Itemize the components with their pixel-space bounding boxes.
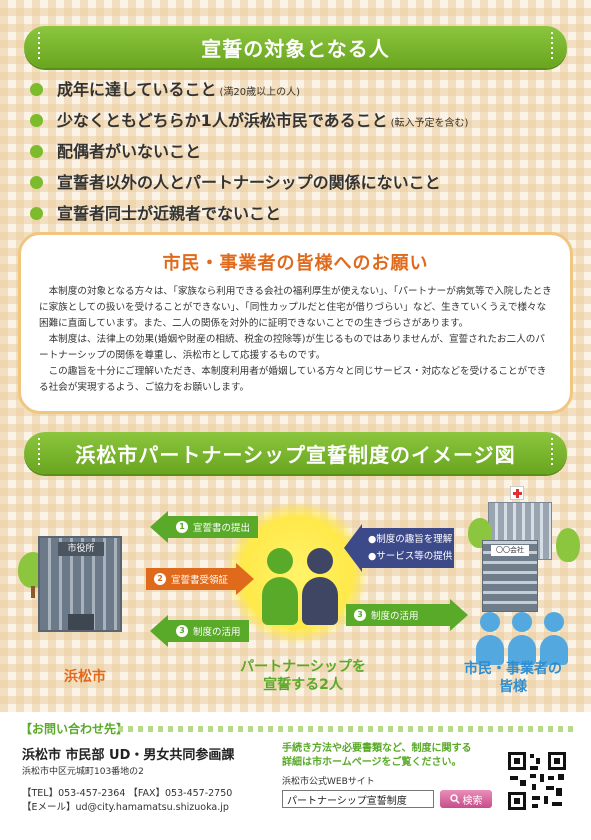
arrow-head [344, 524, 362, 572]
tree-icon [556, 528, 580, 562]
request-paragraph: この趣旨を十分にご理解いただき、本制度利用者が婚姻している方々と同じサービス・対… [39, 366, 547, 393]
citizen-icon [540, 612, 568, 665]
web-note: 手続き方法や必要書類など、制度に関する 詳細は市ホームページをご覧ください。 [282, 743, 472, 768]
bullet-dot-icon [30, 176, 43, 189]
request-arrow: ●制度の趣旨を理解 ●サービス等の提供 [362, 528, 454, 568]
search-input[interactable] [282, 790, 434, 808]
magnifier-icon [449, 794, 460, 804]
bullet-dot-icon [30, 114, 43, 127]
city-hall-building-icon: 市役所 [38, 536, 122, 632]
tree-trunk [31, 586, 35, 598]
contact-numbers: 【TEL】053-457-2364 【FAX】053-457-2750 【Eメー… [22, 788, 233, 813]
hospital-cross-icon [510, 486, 524, 500]
list-item: 少なくともどちらか1人が浜松市民であること(転入予定を含む) [30, 107, 570, 138]
department-name: 浜松市 市民部 UD・男女共同参画課 [22, 748, 235, 763]
section-title-diagram: 浜松市パートナーシップ宣誓制度のイメージ図 [24, 432, 567, 474]
list-item: 宣誓者同士が近親者でないこと [30, 200, 570, 231]
request-paragraph: 本制度の対象となる方々は、「家族なら利用できる会社の福利厚生が使えない」、「パー… [39, 286, 552, 329]
partner-icon [302, 548, 338, 625]
list-item: 成年に達していること(満20歳以上の人) [30, 76, 570, 107]
company-building-icon: 〇〇会社 [482, 540, 538, 612]
request-paragraph: 本制度は、法律上の効果(婚姻や財産の相続、税金の控除等)が生じるものではありませ… [39, 334, 545, 361]
citizen-icon [508, 612, 536, 665]
qr-code-icon[interactable] [506, 750, 568, 812]
company-sign: 〇〇会社 [491, 545, 529, 556]
request-title: 市民・事業者の皆様へのお願い [162, 253, 429, 274]
contact-title: 【お問い合わせ先】 [20, 722, 129, 736]
search-button[interactable]: 検索 [440, 790, 492, 808]
bullet-dot-icon [30, 83, 43, 96]
bullet-dot-icon [30, 145, 43, 158]
city-hall-sign: 市役所 [58, 542, 104, 556]
arrow-head [236, 563, 255, 595]
label-city: 浜松市 [64, 669, 106, 685]
arrow-head [150, 511, 168, 543]
partner-icon [262, 548, 298, 625]
eligibility-list: 成年に達していること(満20歳以上の人) 少なくともどちらか1人が浜松市民である… [30, 76, 570, 231]
list-item: 配偶者がいないこと [30, 138, 570, 169]
citizen-icon [476, 612, 504, 665]
arrow-head [450, 599, 468, 631]
section-title-eligibility: 宣誓の対象となる人 [24, 26, 567, 68]
email-link[interactable]: 【Eメール】ud@city.hamamatsu.shizuoka.jp [22, 802, 229, 813]
request-box: 市民・事業者の皆様へのお願い 本制度の対象となる方々は、「家族なら利用できる会社… [18, 232, 573, 414]
label-citizens: 市民・事業者の 皆様 [464, 661, 562, 695]
address: 浜松市中区元城町103番地の2 [22, 767, 144, 777]
contact-footer: 【お問い合わせ先】 浜松市 市民部 UD・男女共同参画課 浜松市中区元城町103… [0, 712, 591, 840]
label-partners: パートナーシップを 宣誓する2人 [240, 659, 366, 693]
web-site-label: 浜松市公式WEBサイト [282, 777, 375, 787]
list-item: 宣誓者以外の人とパートナーシップの関係にないこと [30, 169, 570, 200]
arrow-head [150, 615, 168, 647]
dotted-divider [118, 726, 578, 732]
city-hall-door [68, 614, 94, 630]
bullet-dot-icon [30, 207, 43, 220]
